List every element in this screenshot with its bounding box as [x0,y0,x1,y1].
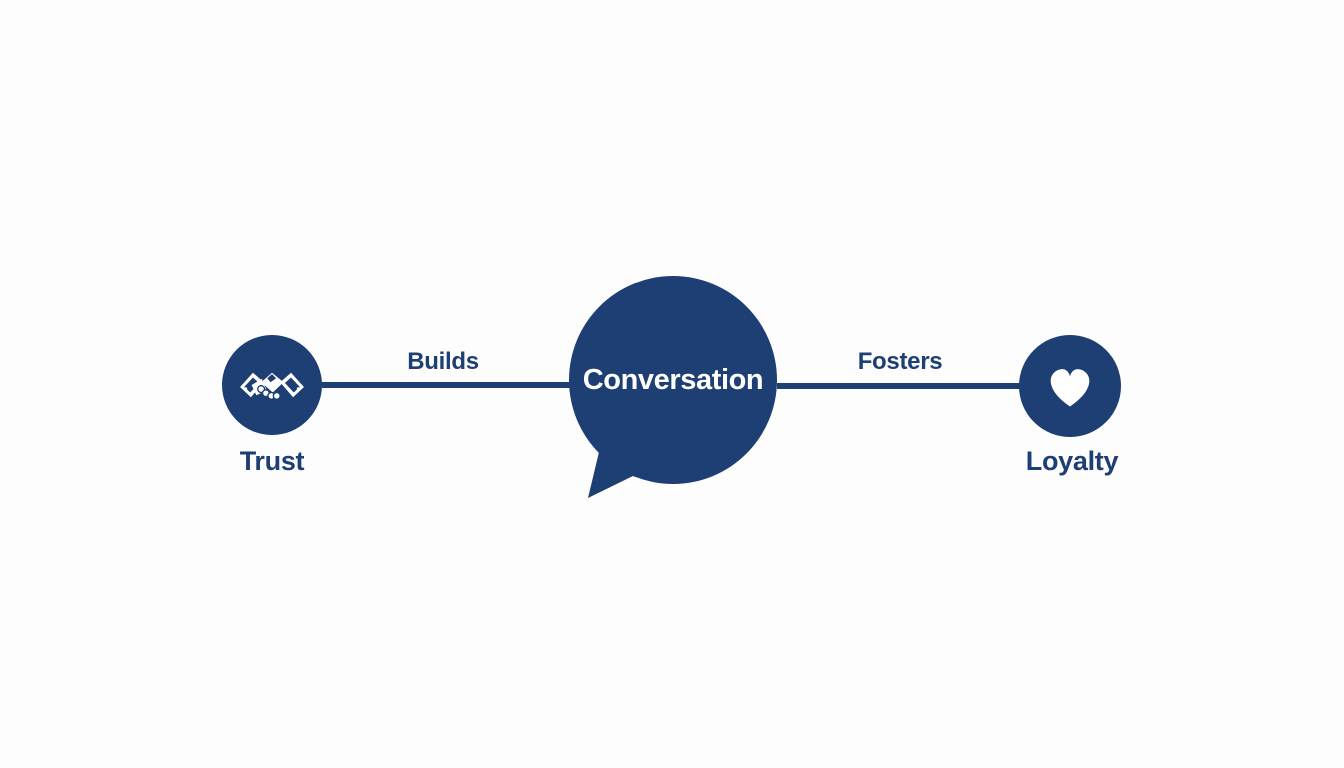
trust-node [222,335,322,435]
builds-edge-label: Builds [407,348,479,375]
loyalty-node [1019,335,1121,437]
builds-edge [322,382,570,388]
fosters-edge [777,383,1020,389]
trust-label: Trust [239,446,305,476]
heart-icon [1039,355,1101,417]
conversation-label: Conversation [582,363,764,396]
handshake-icon [238,351,306,419]
fosters-edge-label: Fosters [857,348,943,375]
loyalty-label: Loyalty [1025,446,1119,476]
